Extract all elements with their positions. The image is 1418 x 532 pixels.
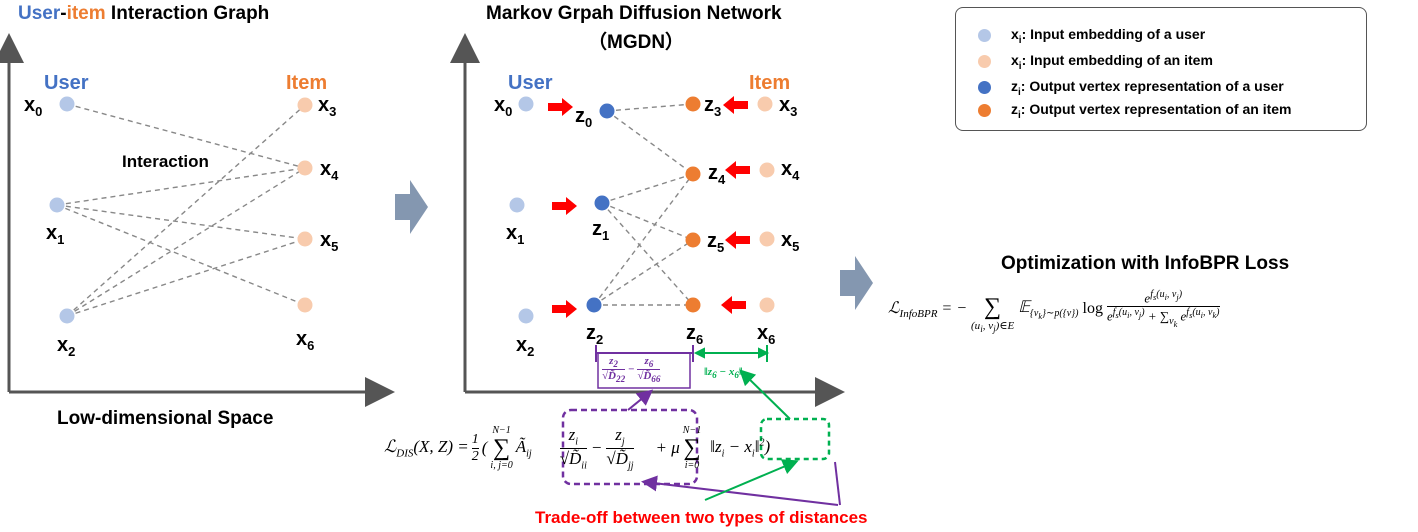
green-arrow-down: [704, 459, 799, 501]
mid-label-z3: z3: [704, 94, 722, 119]
green-dashed-box: [759, 417, 831, 461]
red-arrow-x3: [723, 96, 748, 114]
red-arrow-x1: [552, 197, 577, 215]
mid-label-z2: z2: [586, 322, 604, 347]
input-user-x2: [518, 308, 534, 324]
input-item-x5: [759, 231, 775, 247]
red-arrow-x5: [725, 231, 750, 249]
purple-bracket-formula: z2√D̃22 − z6√D̃66: [602, 355, 661, 385]
output-item-z4: [685, 166, 701, 182]
left-label-x2: x2: [57, 334, 76, 359]
middle-edges: [593, 103, 694, 306]
mid-item-header: Item: [749, 72, 791, 94]
legend-dot: [978, 54, 991, 68]
green-bracket: [693, 345, 770, 362]
green-arrow-up: [739, 369, 791, 420]
output-item-z6: [685, 297, 701, 313]
input-item-x6: [759, 297, 775, 313]
middle-panel-subtitle: （MGDN）: [588, 32, 685, 53]
left-label-x1: x1: [46, 222, 65, 247]
mid-label-z1: z1: [592, 218, 610, 243]
legend-item-user-input: xi: Input embedding of a user: [978, 26, 1205, 46]
block-arrow-1: [395, 180, 428, 234]
legend-item-item-output: zi: Output vertex representation of an i…: [978, 101, 1292, 121]
mid-label-z5: z5: [707, 230, 725, 255]
mid-label-x3: x3: [779, 94, 798, 119]
mid-label-z0: z0: [575, 105, 593, 130]
mid-label-x0: x0: [494, 94, 513, 119]
left-label-x6: x6: [296, 328, 315, 353]
left-label-x4: x4: [320, 158, 339, 183]
output-user-z1: [594, 195, 610, 211]
mid-label-z4: z4: [708, 162, 726, 187]
mid-label-x1: x1: [506, 222, 525, 247]
item-node-x6: [297, 297, 313, 313]
left-user-header: User: [44, 72, 89, 94]
mid-label-x4: x4: [781, 158, 800, 183]
purple-arrow-down: [834, 461, 841, 506]
left-edges: [56, 103, 306, 317]
left-label-x5: x5: [320, 229, 339, 254]
tradeoff-caption: Trade-off between two types of distances: [535, 508, 868, 527]
output-user-z0: [599, 103, 615, 119]
output-item-z3: [685, 96, 701, 112]
output-user-z2: [586, 297, 602, 313]
left-item-header: Item: [286, 72, 328, 94]
middle-panel-title: Markov Grpah Diffusion Network: [486, 3, 782, 24]
red-arrow-x6: [721, 296, 746, 314]
mid-label-x2: x2: [516, 334, 535, 359]
interaction-label: Interaction: [122, 152, 209, 171]
item-node-x3: [297, 97, 313, 113]
user-node-x2: [59, 308, 75, 324]
legend-item-item-input: xi: Input embedding of an item: [978, 52, 1213, 72]
red-arrow-x4: [725, 161, 750, 179]
item-node-x4: [297, 160, 313, 176]
left-label-x3: x3: [318, 94, 337, 119]
red-arrows: [548, 96, 750, 318]
green-bracket-formula: ‖z6 − x6‖: [704, 366, 743, 381]
item-node-x5: [297, 231, 313, 247]
red-arrow-x0: [548, 98, 573, 116]
user-node-x0: [59, 96, 75, 112]
legend-dot: [978, 28, 991, 42]
left-nodes: [49, 96, 313, 324]
output-item-z5: [685, 232, 701, 248]
mid-label-x6: x6: [757, 322, 776, 347]
left-panel-title: User-item Interaction Graph: [18, 3, 270, 24]
mid-label-z6: z6: [686, 322, 704, 347]
purple-dashed-box: [561, 408, 699, 486]
middle-nodes: [509, 96, 775, 324]
legend-box: xi: Input embedding of a user xi: Input …: [955, 7, 1367, 131]
legend-dot: [978, 103, 991, 117]
legend-dot: [978, 80, 991, 94]
purple-arrow-up: [627, 389, 654, 411]
input-item-x4: [759, 162, 775, 178]
mid-user-header: User: [508, 72, 553, 94]
red-arrow-x2: [552, 300, 577, 318]
low-dimensional-space-label: Low-dimensional Space: [57, 408, 274, 429]
optimization-title: Optimization with InfoBPR Loss: [1001, 253, 1290, 274]
left-label-x0: x0: [24, 94, 43, 119]
block-arrow-2: [840, 256, 873, 310]
user-node-x1: [49, 197, 65, 213]
legend-item-user-output: zi: Output vertex representation of a us…: [978, 78, 1284, 98]
purple-bracket: [595, 345, 694, 389]
infobpr-loss-formula: ℒInfoBPR = − ∑(ui, vj)∈E 𝔼{vk}∼p({v}) lo…: [888, 288, 1220, 335]
input-user-x1: [509, 197, 525, 213]
input-user-x0: [518, 96, 534, 112]
mid-label-x5: x5: [781, 229, 800, 254]
input-item-x3: [757, 96, 773, 112]
left-axes: [0, 33, 395, 407]
